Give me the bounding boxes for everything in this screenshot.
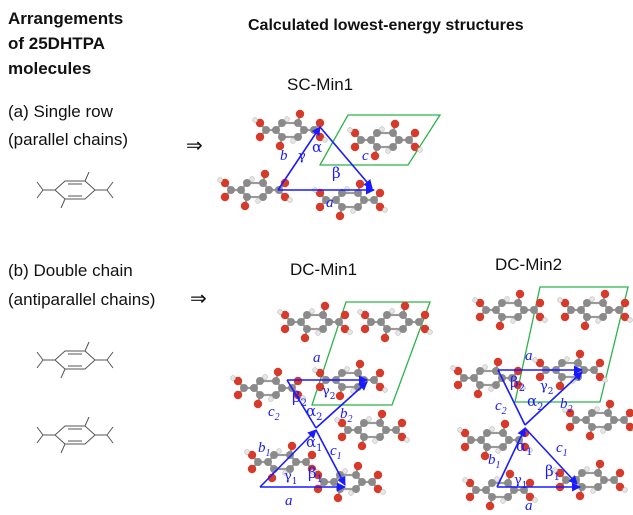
dc-min2-c1: c1 xyxy=(556,440,568,459)
dc-min1-c2: c2 xyxy=(268,404,280,423)
sc-min1-unit-cell xyxy=(318,114,442,166)
dc-min1-structure: a a β2 γ2 α2 c2 b2 α1 b1 c1 γ1 β1 xyxy=(229,300,434,509)
dc-min2-beta1: β1 xyxy=(545,462,560,483)
row-a-molecule-sketch xyxy=(36,171,114,209)
dc-min2-label-a-top: a xyxy=(525,348,533,364)
sc-min1-vector-b xyxy=(277,126,321,191)
dc-min2-structure: a a β2 γ2 α2 c2 b2 α1 b1 c1 γ1 β1 xyxy=(449,286,633,514)
dc-min2-label-a-bottom: a xyxy=(525,498,533,514)
dc-min2-beta2: β2 xyxy=(510,373,525,394)
dc-min1-label-a-bottom: a xyxy=(285,493,293,509)
dc-min1-beta1: β1 xyxy=(308,464,323,485)
dc-min2-title: DC-Min2 xyxy=(495,255,562,274)
row-a-label-line1: (a) Single row xyxy=(8,102,114,121)
dc-min1-c1: c1 xyxy=(330,443,342,462)
dc-min2-c2: c2 xyxy=(495,398,507,417)
dc-min1-alpha2: α2 xyxy=(306,402,323,423)
dc-min2-vector-c1 xyxy=(524,427,578,485)
sc-min1-label-a: a xyxy=(326,195,334,211)
dc-min1-b2: b2 xyxy=(340,406,353,425)
dc-min1-title: DC-Min1 xyxy=(290,260,357,279)
sc-min1-vector-c xyxy=(319,126,373,189)
dc-min2-alpha2: α2 xyxy=(527,392,544,413)
row-b-molecule-sketch-2 xyxy=(36,416,114,454)
dc-min1-gamma2: γ2 xyxy=(322,384,336,402)
dc-min2-vector-b2 xyxy=(524,371,583,426)
dc-min2-vector-c2 xyxy=(497,369,526,426)
heading-left-line1: Arrangements xyxy=(8,9,123,28)
dc-min1-vector-b2 xyxy=(315,381,368,429)
dc-min2-vector-b1 xyxy=(496,427,526,488)
dc-min2-alpha1: α1 xyxy=(516,437,533,458)
row-b-label-line1: (b) Double chain xyxy=(8,261,133,280)
sc-min1-label-alpha: α xyxy=(312,138,322,156)
heading-left-line3: molecules xyxy=(8,59,91,78)
dc-min1-gamma1: γ1 xyxy=(284,469,298,487)
heading-right: Calculated lowest-energy structures xyxy=(248,17,524,34)
dc-min2-unit-cell xyxy=(514,286,629,403)
heading-left-line2: of 25DHTPA xyxy=(8,34,105,53)
row-a-label-line2: (parallel chains) xyxy=(8,130,128,149)
row-b-label-line2: (antiparallel chains) xyxy=(8,290,155,309)
dc-min1-alpha1: α1 xyxy=(306,433,323,454)
dc-min2-gamma2: γ2 xyxy=(540,379,554,397)
sc-min1-label-c: c xyxy=(362,148,369,164)
sc-min1-label-beta: β xyxy=(332,164,341,182)
row-b-molecule-sketch-1 xyxy=(36,341,114,379)
dc-min2-b1: b1 xyxy=(488,452,501,471)
sc-min1-label-b: b xyxy=(280,148,288,164)
dc-min1-vector-c2 xyxy=(286,379,317,429)
dc-min2-b2: b2 xyxy=(560,396,573,415)
dc-min1-label-a-top: a xyxy=(313,350,321,366)
dc-min1-b1: b1 xyxy=(258,440,271,459)
sc-min1-structure: a b c α β γ xyxy=(216,108,442,222)
row-a-arrow: ⇒ xyxy=(186,135,203,157)
sc-min1-label-gamma: γ xyxy=(298,149,306,164)
sc-min1-title: SC-Min1 xyxy=(287,75,353,94)
row-b-arrow: ⇒ xyxy=(190,288,207,310)
dc-min2-gamma1: γ1 xyxy=(514,473,528,491)
dc-min1-vector-b1 xyxy=(259,429,317,488)
dc-min1-beta2: β2 xyxy=(292,388,307,409)
dc-min1-vector-c1 xyxy=(315,429,346,486)
